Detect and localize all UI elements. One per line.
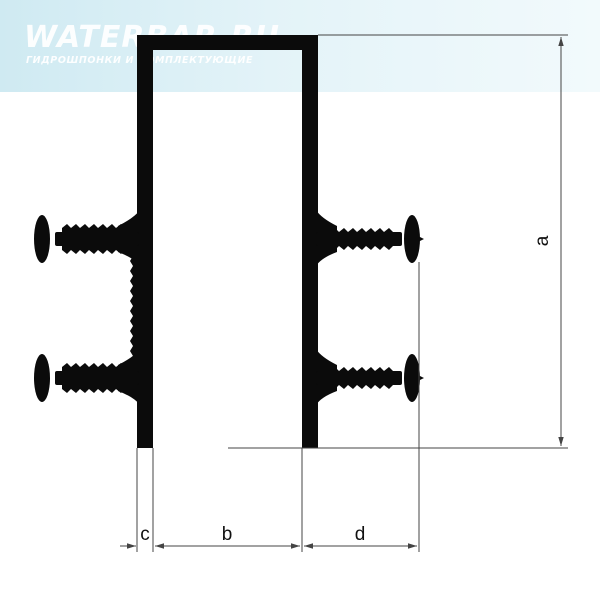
- dimension-d-label: d: [355, 524, 366, 545]
- profile-body: [137, 35, 318, 448]
- left-rib-upper: [34, 210, 140, 266]
- right-rib-upper: [316, 210, 420, 266]
- dimension-a: [228, 34, 568, 449]
- left-rib-lower: [34, 349, 140, 405]
- left-serrated-web: [130, 256, 138, 358]
- bottom-extension-lines: [136, 262, 420, 552]
- right-rib-lower: [316, 349, 420, 405]
- dimension-c-label: c: [140, 524, 150, 545]
- dimension-b-label: b: [222, 524, 233, 545]
- dimension-a-label: a: [532, 235, 553, 246]
